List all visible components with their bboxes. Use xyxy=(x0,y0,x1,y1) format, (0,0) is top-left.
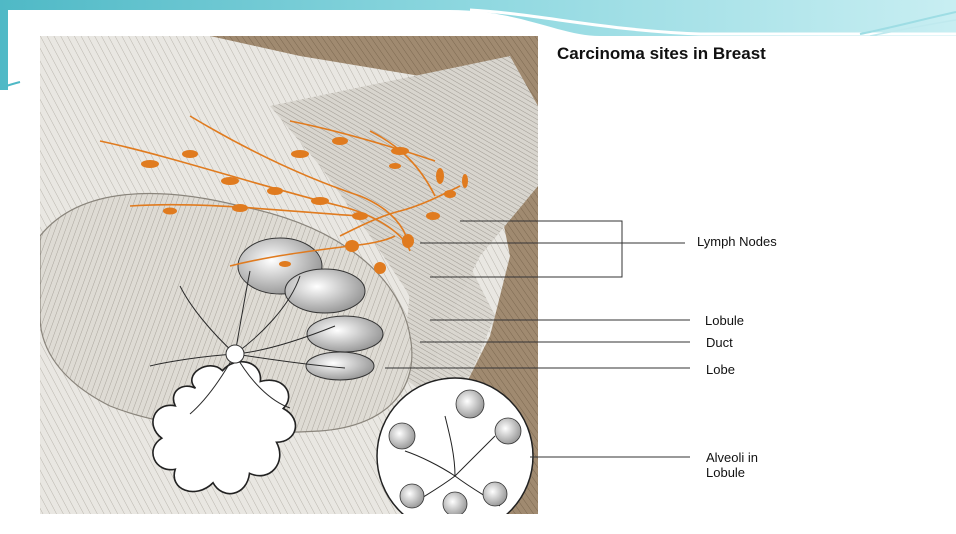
content-panel: Carcinoma sites in Breast xyxy=(40,36,938,514)
label-lobe: Lobe xyxy=(706,362,735,377)
label-duct: Duct xyxy=(706,335,733,350)
breast-anatomy-illustration xyxy=(40,36,538,514)
nipple xyxy=(226,345,244,363)
diagram-title: Carcinoma sites in Breast xyxy=(557,44,766,64)
label-lymph-nodes: Lymph Nodes xyxy=(697,234,777,249)
label-lobule: Lobule xyxy=(705,313,744,328)
label-alveoli-line2: Lobule xyxy=(706,465,745,480)
label-alveoli-line1: Alveoli in xyxy=(706,450,758,465)
